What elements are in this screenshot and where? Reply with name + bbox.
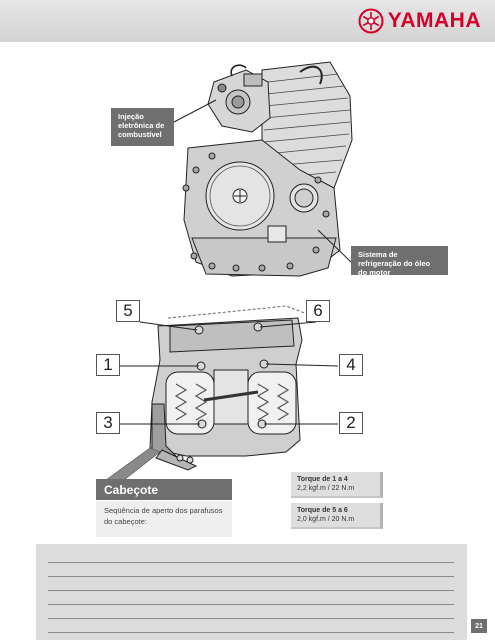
- injection-callout: Injeção eletrônica de combustível: [111, 108, 174, 146]
- cabecote-pointer: [105, 447, 161, 481]
- bolt-number-1: 1: [96, 354, 120, 376]
- brand-logo: YAMAHA: [358, 7, 481, 35]
- page-number: 21: [471, 619, 487, 633]
- note-line: [48, 632, 454, 633]
- bolt-number-6: 6: [306, 300, 330, 322]
- note-line: [48, 618, 454, 619]
- notes-area: [36, 544, 467, 640]
- note-line: [48, 604, 454, 605]
- note-line: [48, 590, 454, 591]
- bolt-number-2: 2: [339, 412, 363, 434]
- torque-value: 2,0 kgf.m / 20 N.m: [297, 516, 355, 523]
- note-line: [48, 562, 454, 563]
- bolt-number-5: 5: [116, 300, 140, 322]
- note-line: [48, 576, 454, 577]
- cooling-callout: Sistema de refrigeração do óleo do motor: [351, 246, 448, 277]
- bolt-number-3: 3: [96, 412, 120, 434]
- yamaha-emblem-icon: [358, 8, 384, 34]
- injection-leader-line: [173, 99, 217, 123]
- brand-name: YAMAHA: [387, 9, 481, 32]
- cooling-leader-line: [317, 229, 352, 263]
- torque-value: 2,2 kgf.m / 22 N.m: [297, 485, 355, 492]
- header-band: YAMAHA: [0, 0, 495, 42]
- torque-box-5-6: Torque de 5 a 6 2,0 kgf.m / 20 N.m: [291, 503, 383, 529]
- torque-label: Torque de 5 a 6: [297, 507, 348, 514]
- torque-box-1-4: Torque de 1 a 4 2,2 kgf.m / 22 N.m: [291, 472, 383, 498]
- cabecote-description: Seqüência de aperto dos parafusos do cab…: [96, 501, 232, 537]
- engine-illustration: [182, 61, 353, 277]
- cabecote-title: Cabeçote: [96, 479, 232, 500]
- bolt-number-4: 4: [339, 354, 363, 376]
- cylinder-head-illustration: [149, 305, 319, 471]
- bolt-leader-lines: [111, 321, 339, 425]
- torque-label: Torque de 1 a 4: [297, 476, 348, 483]
